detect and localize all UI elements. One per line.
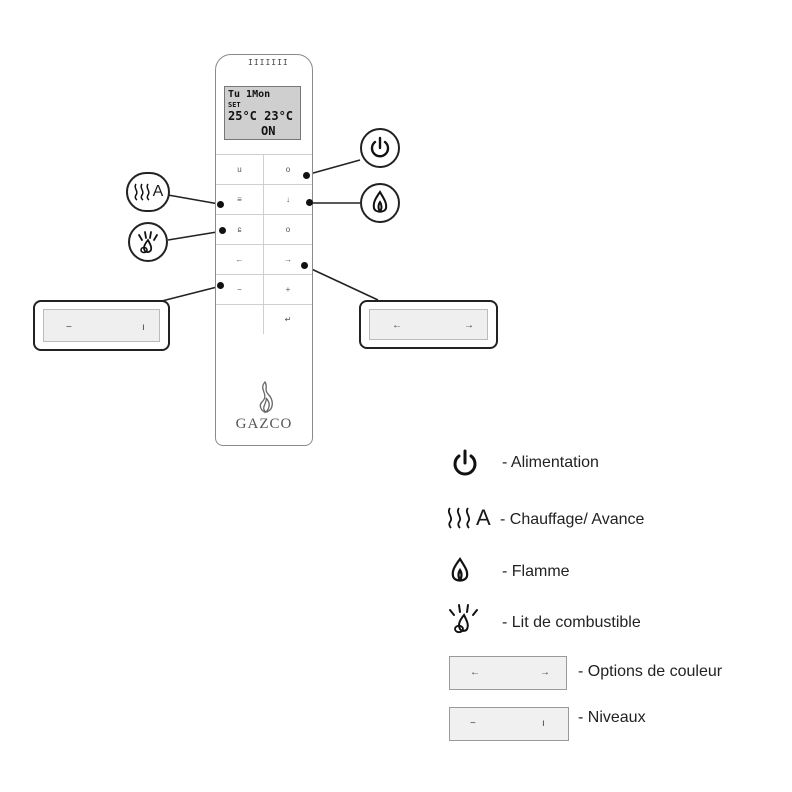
- flame-key[interactable]: ↓: [264, 184, 312, 214]
- power-icon: [370, 136, 390, 158]
- level-minus-symbol: −: [66, 322, 72, 333]
- power-callout: [360, 128, 400, 168]
- legend-heat-waves-icon: [447, 507, 471, 529]
- lcd-display: Tu 1Mon SET 25°C 23°C ON: [224, 86, 301, 140]
- gazco-flame-logo: [259, 380, 273, 414]
- fuel-bed-key[interactable]: ɕ: [216, 214, 264, 244]
- color-right-arrow: →: [464, 320, 474, 331]
- heat-key-marker: [217, 201, 224, 208]
- legend-flame-icon: [451, 557, 469, 582]
- levels-callout: − ı: [33, 300, 170, 351]
- flame-callout: [360, 183, 400, 223]
- speaker-grille: IIIIIII: [248, 58, 289, 67]
- power-key-left[interactable]: u: [216, 154, 264, 184]
- fuel-bed-key-marker: [219, 227, 226, 234]
- level-minus-key[interactable]: −: [216, 274, 264, 304]
- key-row3-right[interactable]: o: [264, 214, 312, 244]
- level-key-marker: [217, 282, 224, 289]
- heat-callout: A: [126, 172, 170, 212]
- fuel-bed-icon: [138, 231, 158, 254]
- color-left-arrow: ←: [392, 320, 402, 331]
- power-key-marker: [303, 172, 310, 179]
- legend-color-right-arrow: →: [540, 667, 550, 678]
- flame-icon: [372, 190, 388, 213]
- legend-heat-text: - Chauffage/ Avance: [500, 511, 645, 528]
- lcd-line-4: ON: [261, 124, 276, 138]
- legend-levels-text: - Niveaux: [578, 709, 646, 726]
- heat-key[interactable]: ≡: [216, 184, 264, 214]
- heat-waves-icon: [134, 183, 150, 201]
- levels-control-preview: − ı: [43, 309, 160, 342]
- color-left-key[interactable]: ←: [216, 244, 264, 274]
- legend-level-plus: ı: [542, 718, 545, 729]
- legend-flame-text: - Flamme: [502, 563, 570, 580]
- color-right-key[interactable]: →: [264, 244, 312, 274]
- legend-heat-glyph: A: [476, 505, 491, 530]
- fuel-bed-callout: [128, 222, 168, 262]
- brand-name: GAZCO: [235, 416, 293, 432]
- lcd-line-1: Tu 1Mon: [228, 89, 271, 100]
- color-control-preview: ← →: [369, 309, 488, 340]
- level-plus-symbol: ı: [142, 322, 145, 333]
- legend-fuel-bed-text: - Lit de combustible: [502, 614, 641, 631]
- legend-color-options-text: - Options de couleur: [578, 663, 723, 680]
- remote-keypad: u o ≡ ↓ ɕ o ← → − + ↵: [216, 154, 312, 334]
- legend-power-icon: [453, 449, 477, 476]
- legend-color-options-box: ← →: [449, 656, 567, 690]
- flame-key-marker: [306, 199, 313, 206]
- lcd-line-3: 25°C 23°C: [228, 109, 294, 123]
- power-key[interactable]: o: [264, 154, 312, 184]
- lcd-line-2: SET: [228, 101, 241, 109]
- legend-power-text: - Alimentation: [502, 454, 599, 471]
- legend-levels-box: − ı: [449, 707, 569, 741]
- key-row6-left[interactable]: [216, 304, 264, 334]
- legend-level-minus: −: [470, 718, 476, 729]
- legend-color-left-arrow: ←: [470, 667, 480, 678]
- level-plus-key[interactable]: +: [264, 274, 312, 304]
- legend-fuel-bed-icon: [449, 604, 478, 634]
- heat-advance-label: A: [152, 183, 164, 200]
- color-key-marker: [301, 262, 308, 269]
- enter-key[interactable]: ↵: [264, 304, 312, 334]
- color-options-callout: ← →: [359, 300, 498, 349]
